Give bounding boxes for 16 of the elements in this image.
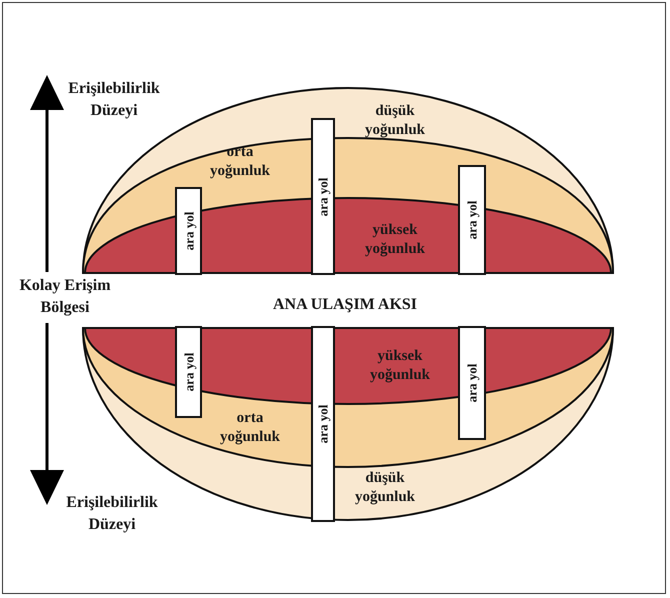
road-label: ara yol [316, 404, 330, 444]
band-label: yüksek yoğunluk [368, 347, 432, 385]
axis-label: Kolay Erişim Bölgesi [18, 276, 112, 318]
road-label: ara yol [464, 200, 480, 240]
band-label: orta yoğunluk [218, 409, 282, 447]
band-label: düşük yoğunluk [354, 469, 416, 507]
axis-label: ANA ULAŞIM AKSI [272, 295, 418, 315]
road-label: ara yol [181, 352, 196, 392]
road-label: ara yol [181, 212, 196, 250]
axis-label: Erişilebilirlik Düzeyi [65, 493, 159, 535]
axis-label: Erişilebilirlik Düzeyi [67, 79, 161, 121]
band-label: yüksek yoğunluk [364, 221, 426, 259]
road-label: ara yol [316, 177, 330, 216]
band-label: düşük yoğunluk [364, 102, 426, 140]
band-label: orta yoğunluk [208, 143, 272, 181]
road-label: ara yol [464, 364, 480, 402]
